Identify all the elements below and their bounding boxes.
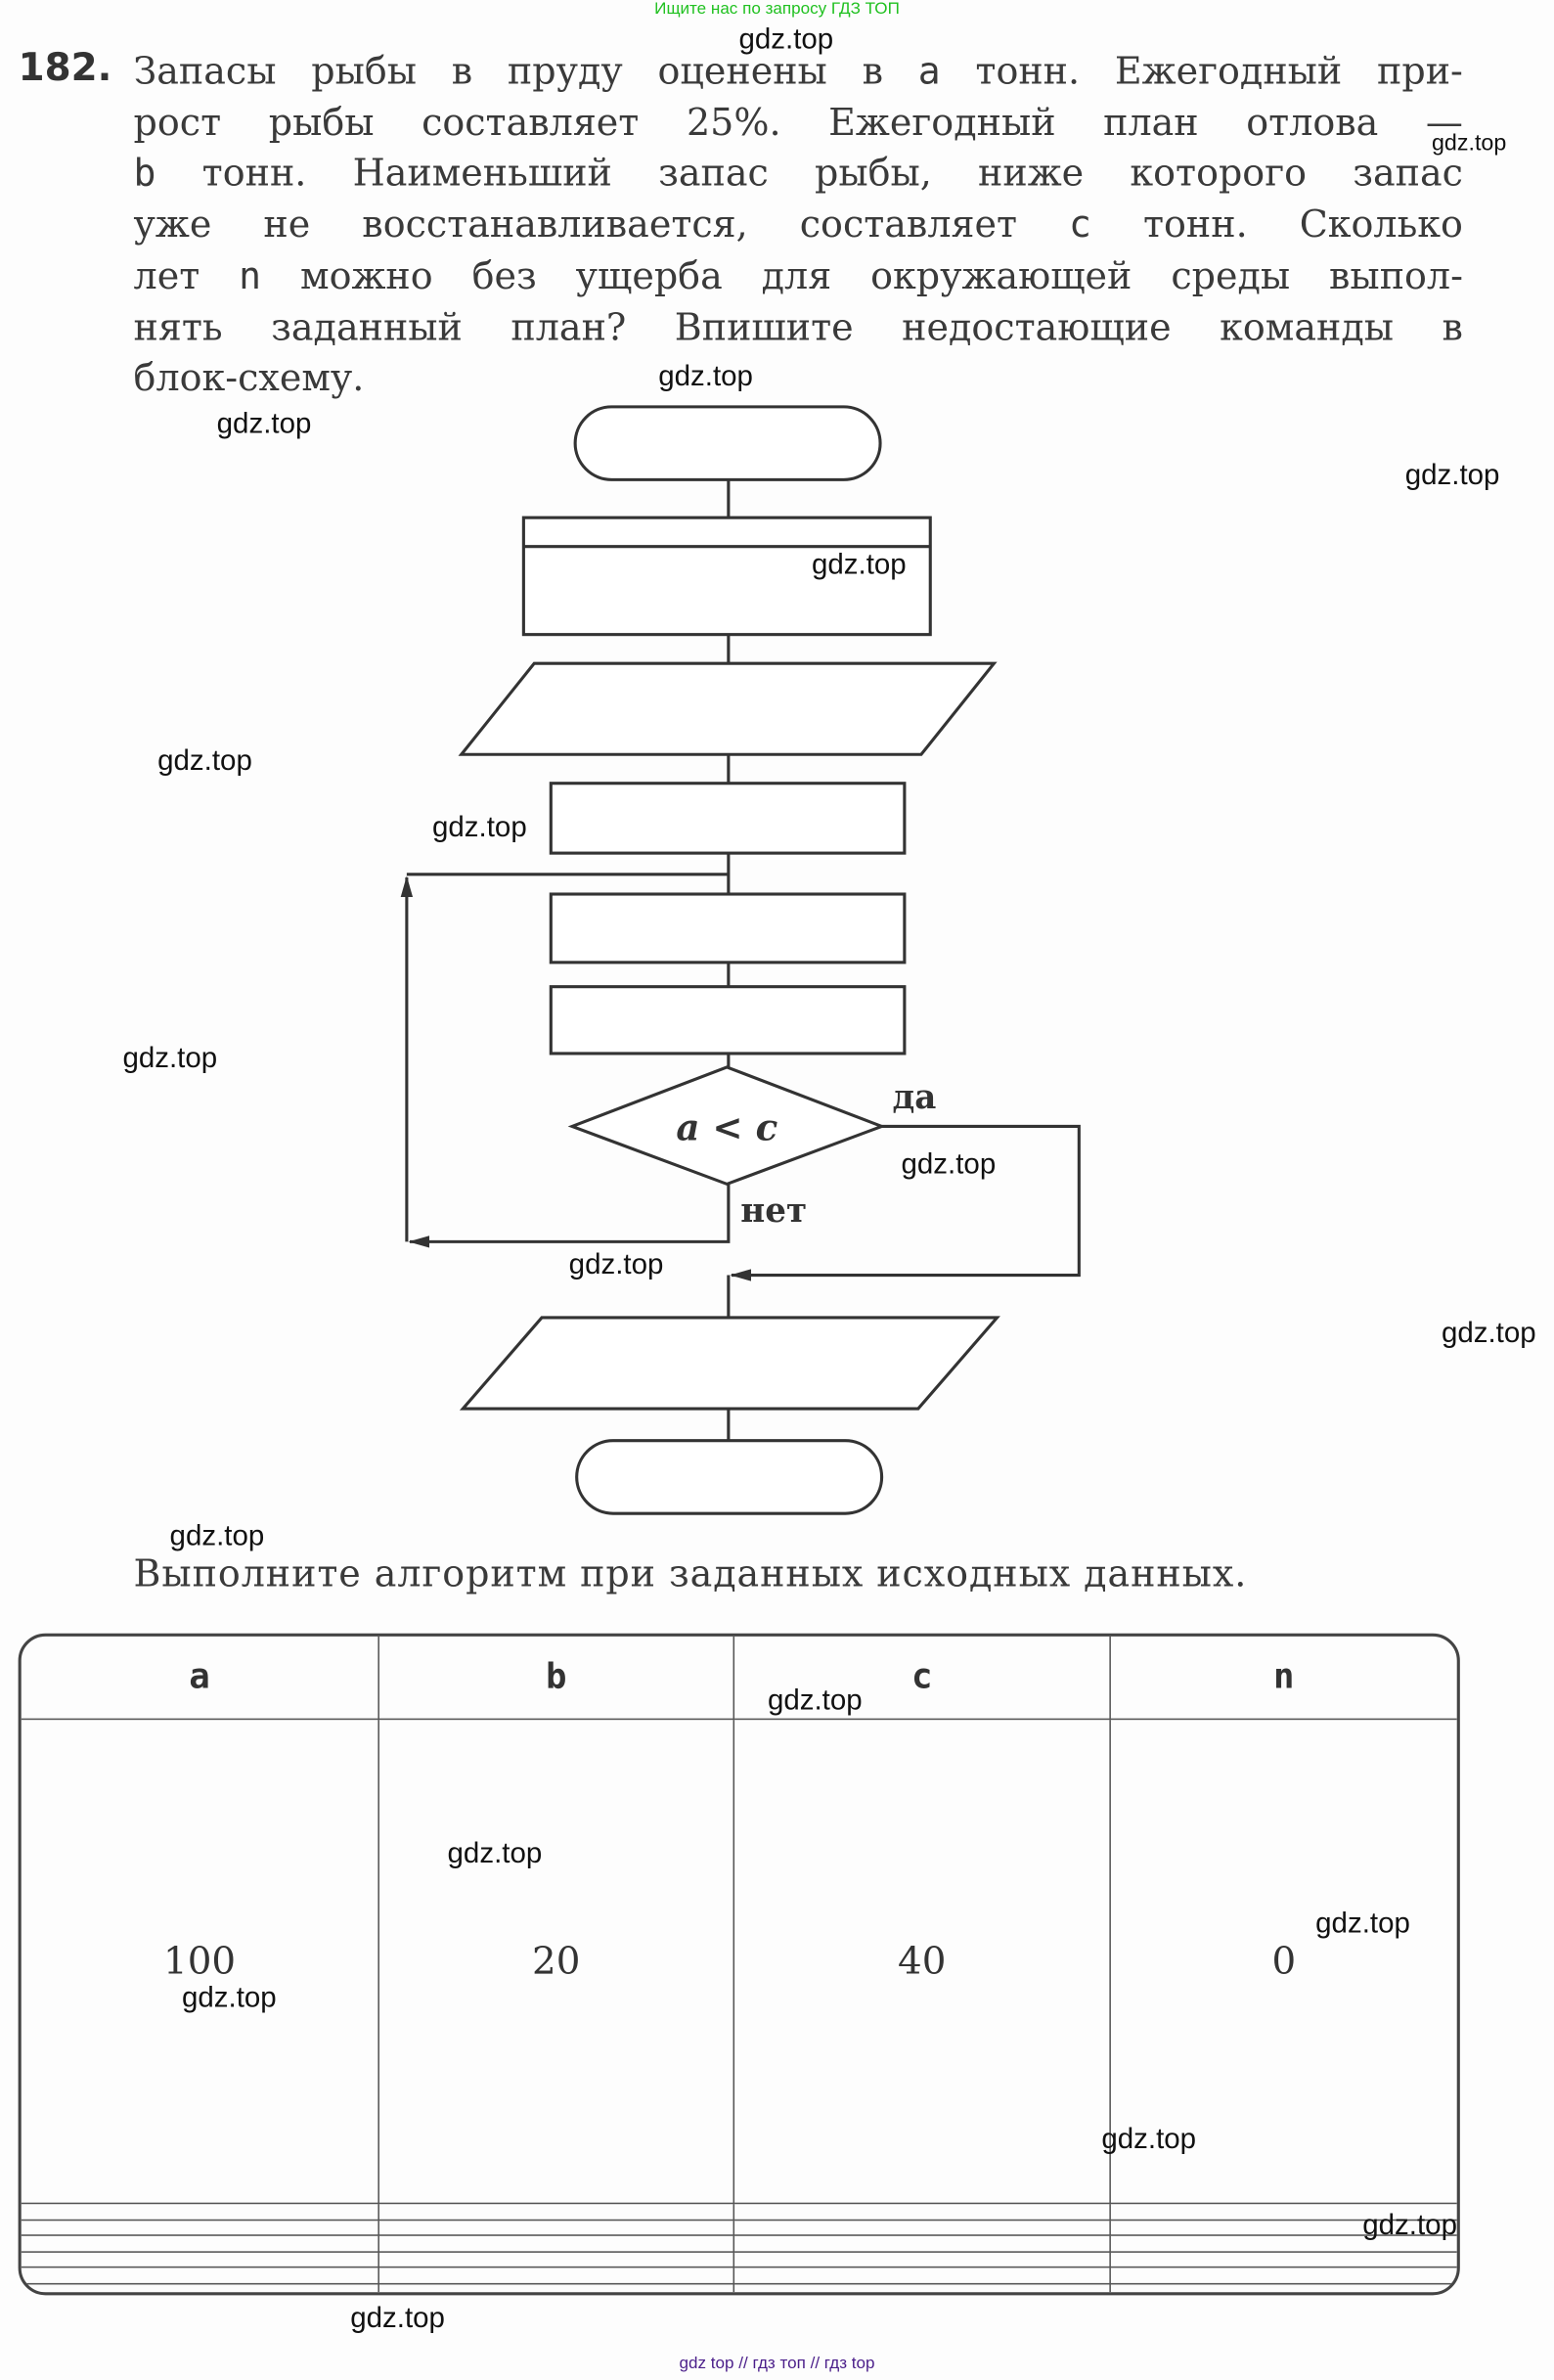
text: блок-схему. [133,355,365,400]
text: уже не восстанавливается, составляет [133,202,1070,247]
input-block[interactable] [458,661,998,756]
cell[interactable] [1109,2267,1457,2285]
cell[interactable] [377,2251,735,2269]
text: рост рыбы составляет 25%. Ежегодный план… [133,99,1463,144]
cell[interactable] [377,2202,735,2221]
text: можно без ущерба для окружающей среды вы… [261,252,1463,297]
text: тонн. Ежегодный при- [940,48,1463,93]
yes-branch-arrow [730,1124,1081,1281]
end-terminator[interactable] [575,1439,884,1515]
footer-links[interactable]: gdz top // гдз топ // гдз top [679,2354,875,2373]
watermark: gdz.top [1431,130,1507,157]
cell[interactable] [21,2267,379,2285]
yes-label: да [892,1078,936,1117]
task-line: нять заданный план? Впишите недостающие … [134,301,1463,352]
cell[interactable] [377,2234,735,2253]
declaration-block[interactable] [521,516,932,637]
cell[interactable]: 100 [21,1717,379,2205]
watermark: gdz.top [181,1982,277,2015]
watermark: gdz.top [811,549,907,582]
no-label: нет [740,1191,807,1231]
cell[interactable] [21,2219,379,2237]
text: лет [133,252,240,297]
task-line: Запасы рыбы в пруду оценены в a тонн. Еж… [134,46,1463,97]
header-a: a [21,1636,379,1720]
text: Запасы рыбы в пруду оценены в [133,48,918,93]
cell[interactable] [733,2251,1111,2269]
cell[interactable] [733,2234,1111,2253]
search-banner[interactable]: Ищите нас по запросу ГДЗ ТОП [654,0,900,19]
cell[interactable] [733,2219,1111,2237]
table-row [21,2283,1457,2293]
task-line: b тонн. Наименьший запас рыбы, ниже кото… [134,148,1463,199]
task-line: блок-схему. [134,352,1463,403]
cell[interactable] [377,2267,735,2285]
watermark: gdz.top [1441,1317,1536,1350]
cell[interactable] [377,2219,735,2237]
watermark: gdz.top [568,1249,664,1281]
cell[interactable] [21,2202,379,2221]
cell[interactable]: 40 [733,1717,1111,2205]
watermark: gdz.top [738,23,834,57]
watermark: gdz.top [1362,2210,1457,2243]
cell[interactable] [21,2283,379,2293]
text: тонн. Наименьший запас рыбы, ниже которо… [155,151,1463,196]
task-text: Запасы рыбы в пруду оценены в a тонн. Еж… [134,46,1463,404]
process-block-init[interactable] [549,782,907,855]
var-a: a [917,48,941,93]
start-terminator[interactable] [573,405,882,481]
watermark: gdz.top [1315,1908,1410,1941]
table-row [21,2234,1457,2253]
no-branch-arrow [408,1184,731,1248]
cell[interactable] [377,2283,735,2293]
task-line: уже не восстанавливается, составляет c т… [134,199,1463,249]
watermark: gdz.top [1101,2123,1197,2156]
cell[interactable] [733,2267,1111,2285]
instruction-text: Выполните алгоритм при заданных исходных… [133,1550,1248,1595]
text: тонн. Сколько [1090,202,1463,247]
watermark: gdz.top [216,408,312,441]
var-n: n [239,252,262,297]
header-c: c [733,1636,1111,1720]
cell[interactable]: 0 [1109,1717,1457,2205]
task-line: лет n можно без ущерба для окружающей ср… [134,250,1463,301]
watermark: gdz.top [901,1148,997,1182]
output-block[interactable] [459,1316,1000,1411]
watermark: gdz.top [658,361,753,393]
header-b: b [377,1636,735,1720]
cell[interactable] [1109,2283,1457,2293]
process-block-loop-2[interactable] [549,985,907,1055]
cell[interactable] [733,2202,1111,2221]
table-row [21,2219,1457,2237]
watermark: gdz.top [447,1838,543,1870]
watermark: gdz.top [122,1043,218,1075]
watermark: gdz.top [169,1520,265,1553]
text: нять заданный план? Впишите недостающие … [133,304,1463,349]
cell[interactable] [21,2251,379,2269]
watermark: gdz.top [157,744,252,778]
process-block-loop-1[interactable] [549,892,907,965]
cell[interactable] [1109,2219,1457,2237]
condition-label: a < c [676,1105,777,1148]
cell[interactable]: 20 [377,1717,735,2205]
header-n: n [1109,1636,1457,1720]
table-header: a b c n [21,1636,1457,1720]
flowchart: a < c да нет [400,405,1081,1515]
task-number: 182. [18,45,112,90]
watermark: gdz.top [350,2303,445,2335]
cell[interactable] [1109,2251,1457,2269]
table-row [21,2267,1457,2285]
watermark: gdz.top [767,1684,863,1718]
cell[interactable] [21,2234,379,2253]
table-row [21,2251,1457,2269]
task-line: рост рыбы составляет 25%. Ежегодный план… [134,97,1463,148]
table-row [21,2202,1457,2221]
var-b: b [133,151,156,196]
watermark: gdz.top [1404,460,1500,492]
cell[interactable] [733,2283,1111,2293]
var-c: c [1069,202,1091,247]
watermark: gdz.top [432,812,527,844]
